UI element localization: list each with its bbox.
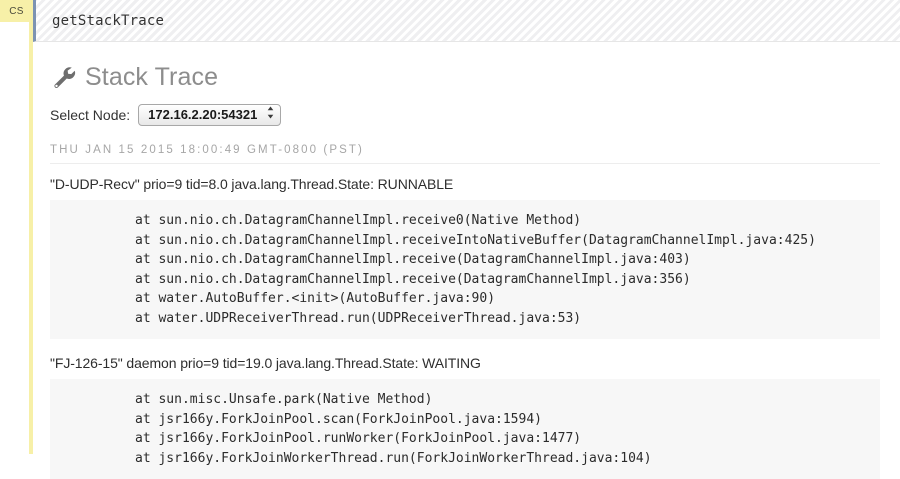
node-select[interactable]: 172.16.2.20:54321 [138, 104, 282, 127]
stack-frame-line: at water.AutoBuffer.<init>(AutoBuffer.ja… [135, 291, 496, 307]
stack-frame-line: at jsr166y.ForkJoinPool.scan(ForkJoinPoo… [135, 411, 542, 427]
select-node-label: Select Node: [50, 107, 131, 124]
prompt-input-text[interactable]: getStackTrace [52, 12, 165, 29]
prompt-input-bar[interactable]: getStackTrace [33, 0, 900, 42]
stack-frame-line: at jsr166y.ForkJoinPool.runWorker(ForkJo… [135, 431, 582, 447]
node-picker: Select Node: 172.16.2.20:54321 [50, 104, 880, 127]
thread-header: "FJ-126-15" daemon prio=9 tid=19.0 java.… [50, 355, 481, 372]
stack-trace-block: at sun.nio.ch.DatagramChannelImpl.receiv… [50, 200, 880, 340]
node-select-wrapper[interactable]: 172.16.2.20:54321 [138, 104, 282, 127]
stack-frame-line: at sun.nio.ch.DatagramChannelImpl.receiv… [135, 252, 691, 268]
thread-header: "D-UDP-Recv" prio=9 tid=8.0 java.lang.Th… [50, 176, 454, 193]
thread-list: "D-UDP-Recv" prio=9 tid=8.0 java.lang.Th… [50, 176, 880, 479]
stack-frame-line: at sun.nio.ch.DatagramChannelImpl.receiv… [135, 271, 691, 287]
section-title: Stack Trace [50, 64, 880, 90]
stack-frame-line: at jsr166y.ForkJoinWorkerThread.run(Fork… [135, 450, 652, 466]
stack-frame-line: at sun.nio.ch.DatagramChannelImpl.receiv… [135, 232, 816, 248]
stack-frame-line: at sun.nio.ch.DatagramChannelImpl.receiv… [135, 213, 582, 229]
section-title-text: Stack Trace [85, 62, 219, 91]
stack-frame-line: at water.UDPReceiverThread.run(UDPReceiv… [135, 310, 582, 326]
notebook-cell-marker: CS [0, 0, 33, 454]
timestamp: THU JAN 15 2015 18:00:49 GMT-0800 (PST) [50, 144, 880, 165]
stack-frame-line: at sun.misc.Unsafe.park(Native Method) [135, 392, 433, 408]
content-area: Stack Trace Select Node: 172.16.2.20:543… [33, 42, 900, 479]
wrench-icon [50, 64, 76, 90]
cell-type-badge: CS [0, 0, 33, 22]
stack-trace-block: at sun.misc.Unsafe.park(Native Method) at… [50, 379, 880, 479]
page-column: getStackTrace Stack Trace Select Node: 1… [33, 0, 900, 479]
